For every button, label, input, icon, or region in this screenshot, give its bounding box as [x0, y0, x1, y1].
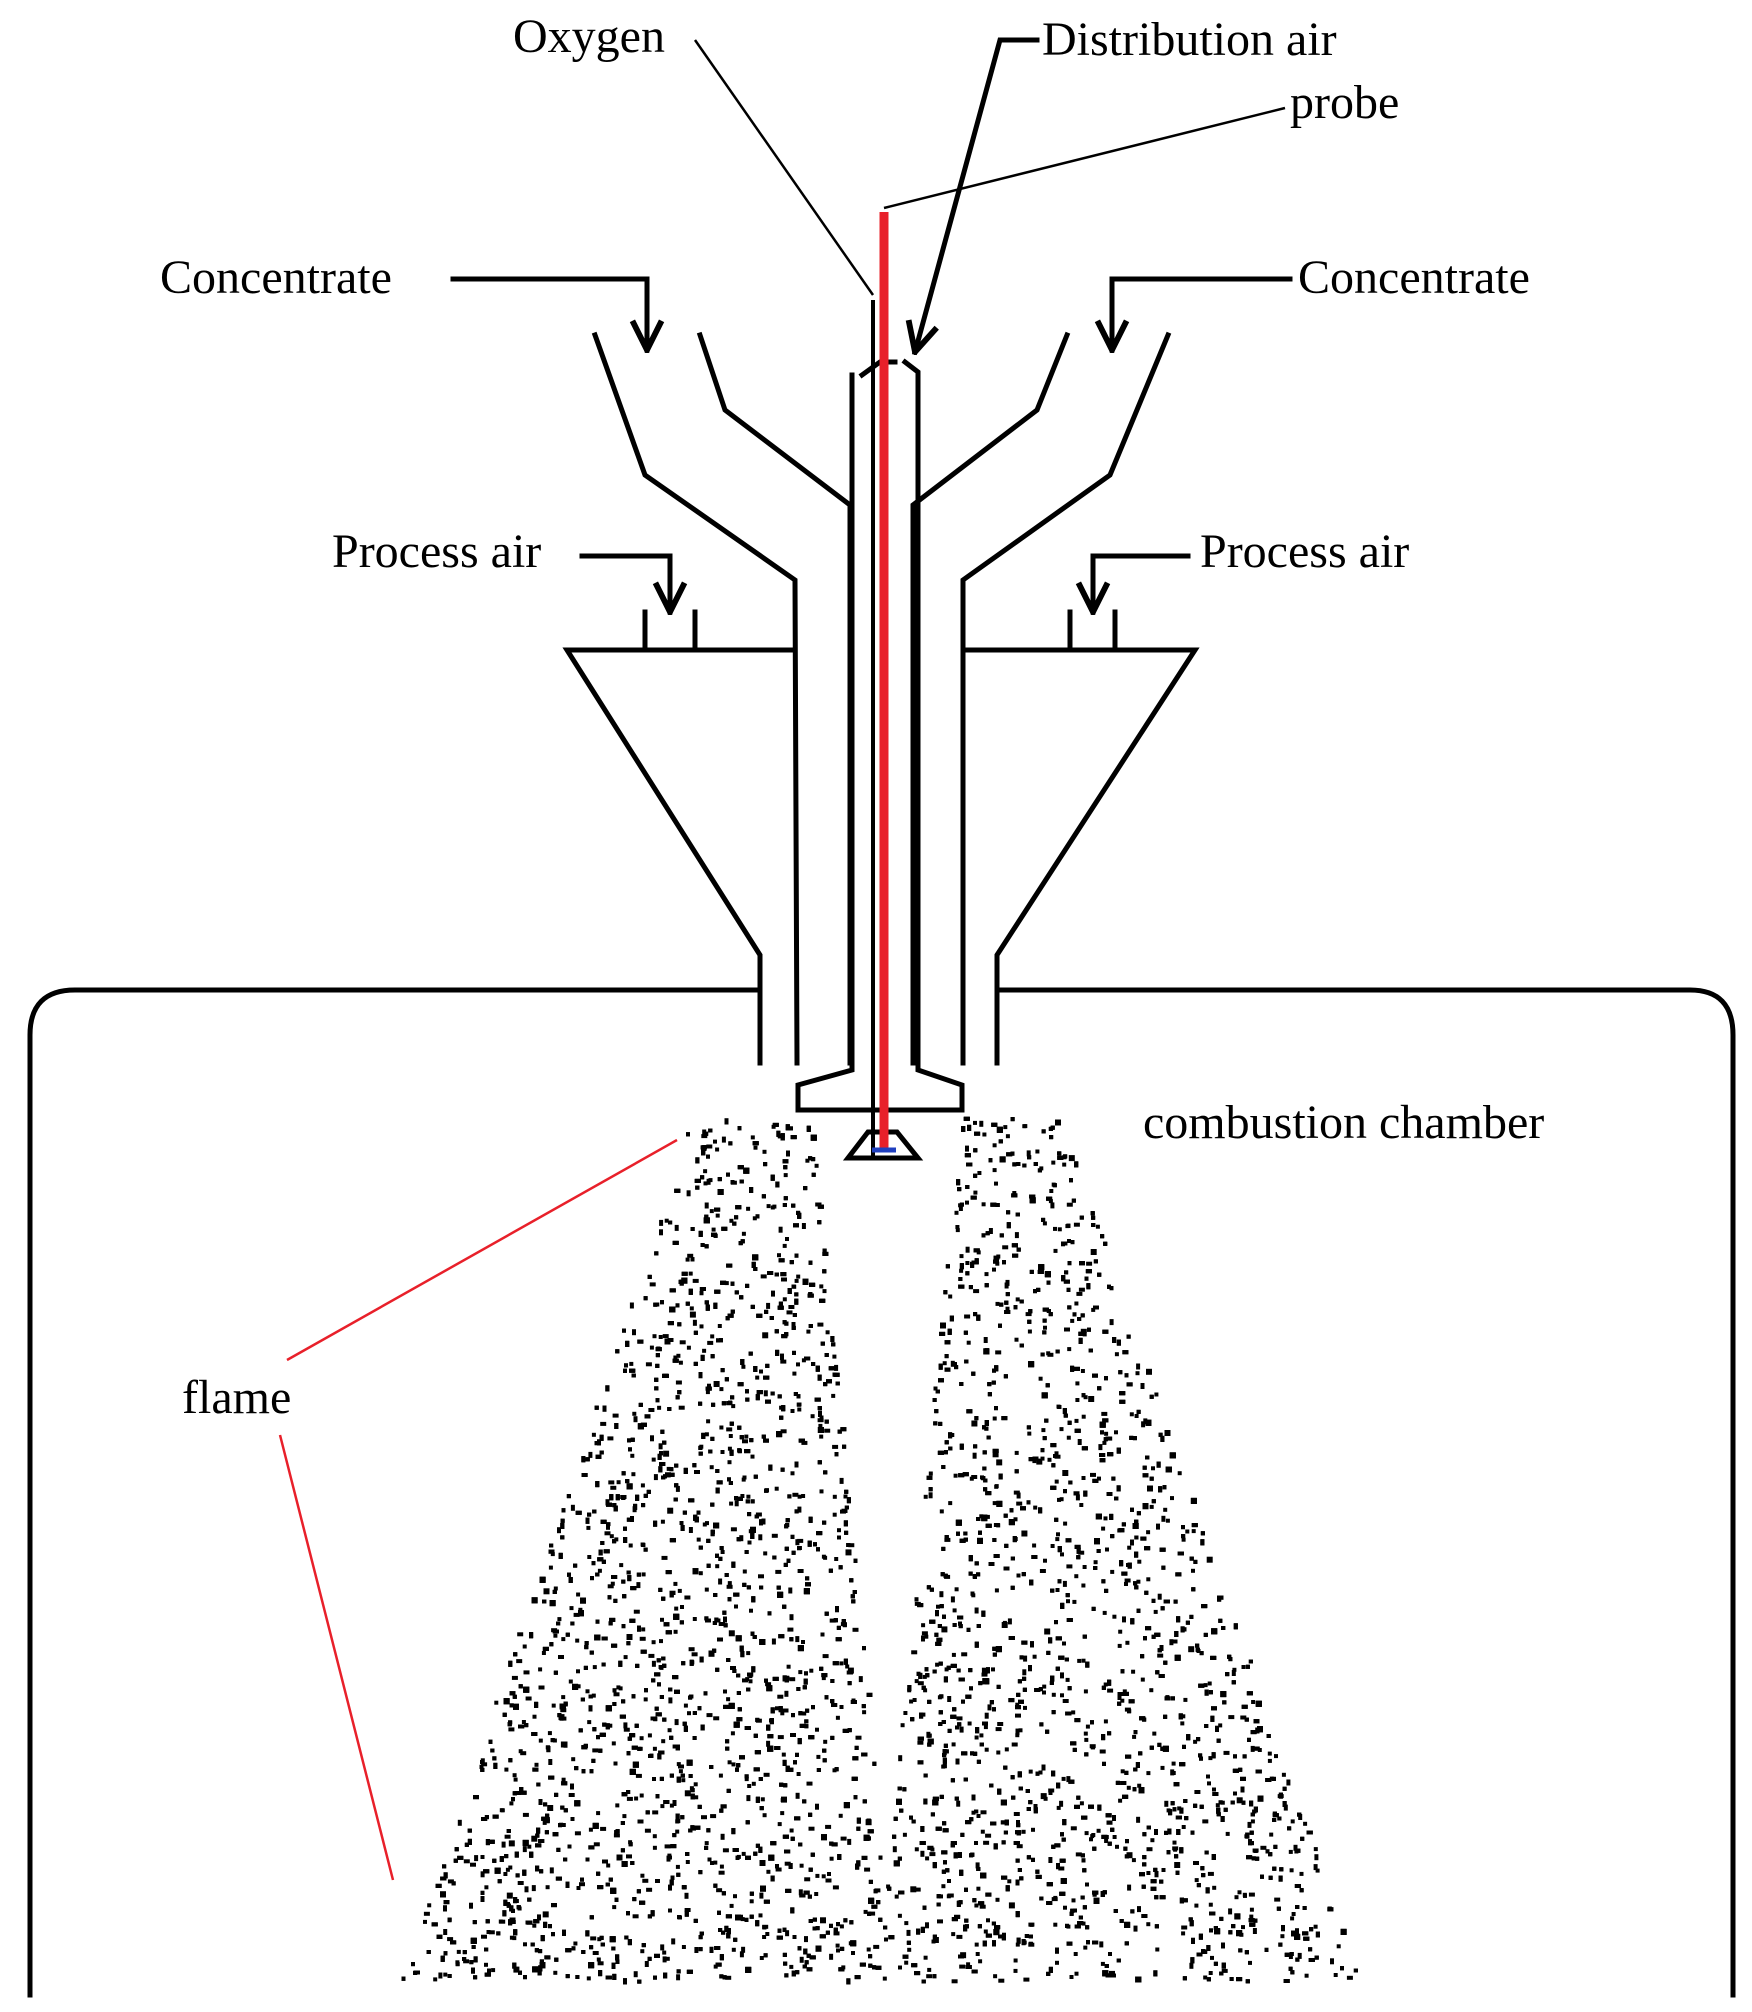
process-air-cone-left	[562, 647, 798, 1066]
process-air-label-right: Process air	[1200, 525, 1409, 578]
concentrate-chute-right-outer	[960, 331, 1172, 1066]
process-air-arrow-right	[1093, 553, 1191, 612]
process-air-label-left: Process air	[332, 525, 541, 578]
concentrate-chute-left-inner	[696, 331, 853, 1066]
concentrate-label-right: Concentrate	[1298, 251, 1530, 304]
process-air-arrow-left	[579, 553, 670, 612]
concentrate-arrow-left	[450, 276, 647, 350]
combustion-chamber-wall	[27, 987, 1736, 1998]
concentrate-arrow-right	[1112, 276, 1293, 350]
oxygen-label: Oxygen	[513, 10, 665, 63]
process-air-inlet-right	[1067, 609, 1118, 653]
concentrate-chute-right-inner	[910, 331, 1071, 1066]
combustion-chamber-label: combustion chamber	[1143, 1096, 1544, 1149]
flame-label: flame	[182, 1371, 291, 1424]
process-air-inlet-left	[642, 609, 698, 653]
flame-particles	[401, 1116, 1358, 1985]
concentrate-label-left: Concentrate	[160, 251, 392, 304]
distribution-air-arrow	[915, 37, 1040, 352]
distribution-air-label: Distribution air	[1042, 13, 1337, 66]
process-air-cone-right	[962, 647, 1200, 1066]
concentrate-chute-left-outer	[591, 331, 800, 1066]
probe-leader-line	[883, 106, 1286, 210]
flame-leader-line	[278, 1138, 678, 1881]
probe-label: probe	[1290, 76, 1399, 129]
oxygen-leader-line	[693, 39, 875, 296]
